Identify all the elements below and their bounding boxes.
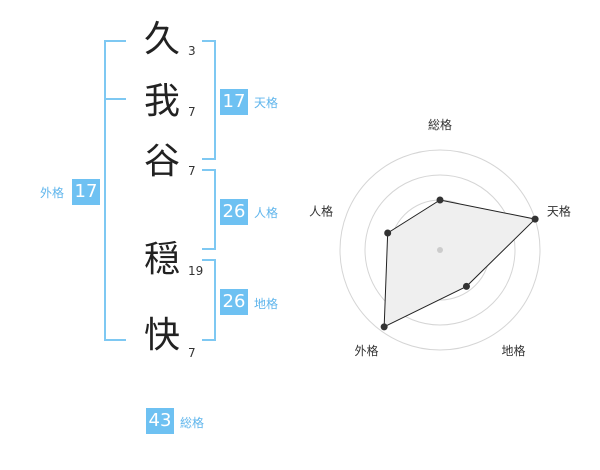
jinkaku-label: 人格 [254,206,279,220]
radar-ring-4 [339,149,541,351]
chikaku-bracket-top [202,259,216,261]
tenkaku-label: 天格 [254,96,279,110]
chikaku-bracket-bottom [202,339,216,341]
radar-axis-label-3: 地格 [501,343,525,358]
chikaku-bracket [214,259,216,341]
radar-point-1 [436,196,444,204]
radar-axis-label-1: 総格 [428,117,452,132]
chikaku-label: 地格 [254,297,279,311]
name-char-2: 我 [143,81,180,122]
radar-axis-label-2: 天格 [547,203,571,218]
gaikaku-bracket-bottom [104,339,126,341]
jinkaku-bracket [214,169,216,250]
radar-point-4 [380,323,388,331]
radar-point-3 [462,282,470,290]
name-char-4: 穏 [143,239,180,280]
jinkaku-bracket-bottom [202,248,216,250]
radar-axis-label-5: 人格 [309,203,333,218]
gaikaku-value: 17 [72,179,100,205]
radar-ring-3 [364,174,516,326]
tenkaku-value: 17 [220,89,248,115]
stroke-count-5: 7 [188,346,196,360]
jinkaku-value: 26 [220,199,248,225]
jinkaku-bracket-top [202,169,216,171]
name-char-1: 久 [143,19,180,60]
chikaku-value: 26 [220,289,248,315]
soukaku-value: 43 [146,408,174,434]
stroke-count-1: 3 [188,44,196,58]
radar-axis-label-4: 外格 [355,343,379,358]
gaikaku-bracket-top [104,40,126,42]
stroke-count-4: 19 [188,264,204,278]
gaikaku-bracket [104,40,106,341]
tenkaku-bracket-top [202,40,216,42]
radar-point-5 [384,229,392,237]
tenkaku-bracket-bottom [202,158,216,160]
radar-point-2 [531,215,539,223]
radar-center-dot [437,247,443,253]
radar-series-area [383,199,537,328]
soukaku-label: 総格 [180,416,205,430]
gaikaku-label: 外格 [40,186,65,200]
stroke-count-2: 7 [188,105,196,119]
name-char-5: 快 [143,315,180,356]
stroke-count-3: 7 [188,164,196,178]
gaikaku-bracket-mid [104,98,126,100]
name-char-3: 谷 [143,141,180,182]
tenkaku-bracket [214,40,216,160]
